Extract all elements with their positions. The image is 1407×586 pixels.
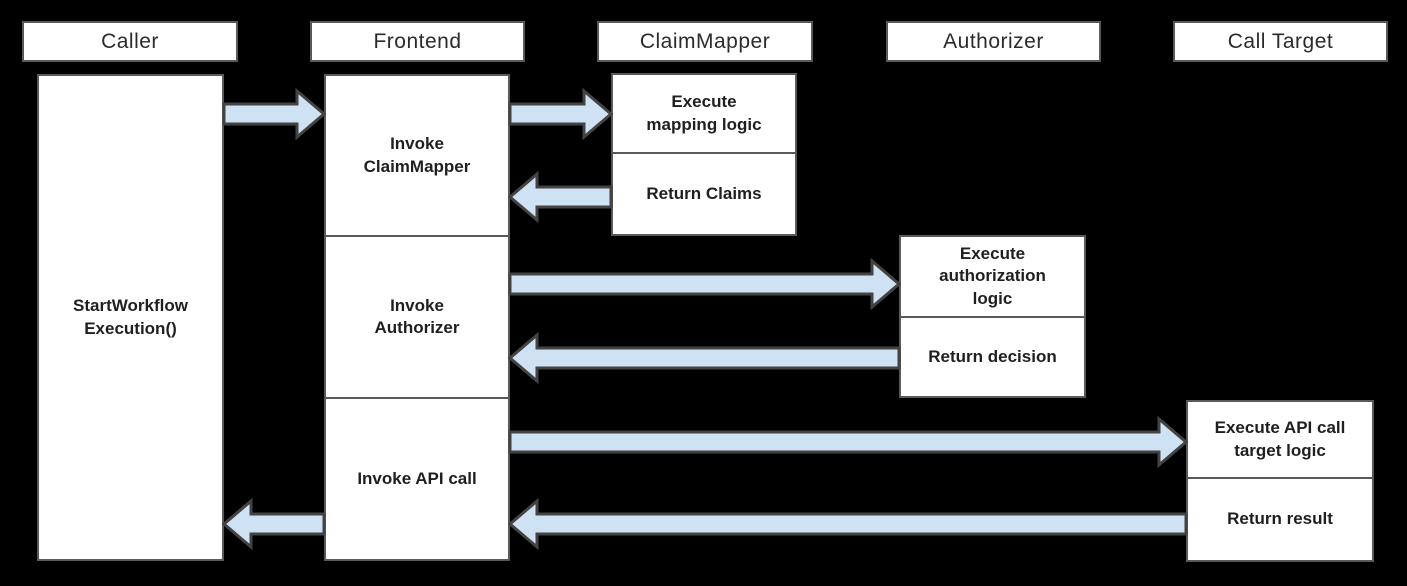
- frontend-invoke-api-call-label: Invoke API call: [357, 468, 477, 488]
- lane-header-frontend-label: Frontend: [373, 29, 462, 53]
- calltarget-return-section: Return result: [1188, 477, 1372, 560]
- lane-header-authorizer: Authorizer: [886, 21, 1101, 62]
- authorizer-process-box: Execute authorization logic Return decis…: [899, 235, 1086, 398]
- claimmapper-execute-section: Execute mapping logic: [613, 75, 795, 152]
- lane-header-claimmapper: ClaimMapper: [597, 21, 813, 62]
- authorizer-return-section: Return decision: [901, 316, 1084, 396]
- calltarget-execute-label: Execute API call target logic: [1214, 418, 1346, 460]
- arrow-frontend-to-authorizer: [508, 257, 902, 311]
- arrow-authorizer-to-frontend: [507, 331, 901, 385]
- lane-header-caller: Caller: [22, 21, 238, 62]
- arrow-frontend-to-calltarget: [508, 415, 1189, 469]
- lane-header-calltarget: Call Target: [1173, 21, 1388, 62]
- lane-header-authorizer-label: Authorizer: [943, 29, 1044, 53]
- authorizer-execute-section: Execute authorization logic: [901, 237, 1084, 316]
- calltarget-process-box: Execute API call target logic Return res…: [1186, 400, 1374, 562]
- caller-activation-label: StartWorkflow Execution(): [73, 296, 188, 338]
- claimmapper-return-section: Return Claims: [613, 152, 795, 234]
- arrow-claimmapper-to-frontend: [507, 170, 613, 224]
- authorizer-execute-label: Execute authorization logic: [939, 244, 1046, 308]
- lane-header-claimmapper-label: ClaimMapper: [639, 29, 771, 53]
- claimmapper-execute-label: Execute mapping logic: [646, 92, 762, 134]
- frontend-section-invoke-api-call: Invoke API call: [326, 397, 508, 559]
- frontend-invoke-claimmapper-label: Invoke ClaimMapper: [363, 134, 471, 176]
- claimmapper-return-label: Return Claims: [646, 183, 762, 203]
- frontend-invoke-authorizer-label: Invoke Authorizer: [374, 295, 460, 337]
- calltarget-execute-section: Execute API call target logic: [1188, 402, 1372, 477]
- caller-activation-section: StartWorkflow Execution(): [39, 76, 222, 559]
- arrow-frontend-to-claimmapper: [508, 87, 614, 141]
- caller-activation-box: StartWorkflow Execution(): [37, 74, 224, 561]
- claimmapper-process-box: Execute mapping logic Return Claims: [611, 73, 797, 236]
- lane-header-calltarget-label: Call Target: [1227, 29, 1334, 53]
- frontend-section-invoke-authorizer: Invoke Authorizer: [326, 235, 508, 397]
- lane-header-caller-label: Caller: [101, 29, 159, 53]
- arrow-frontend-to-caller: [221, 497, 326, 551]
- frontend-section-invoke-claimmapper: Invoke ClaimMapper: [326, 76, 508, 235]
- calltarget-return-label: Return result: [1227, 509, 1333, 529]
- arrow-caller-to-frontend: [222, 87, 327, 141]
- frontend-activation-box: Invoke ClaimMapper Invoke Authorizer Inv…: [324, 74, 510, 561]
- lane-header-frontend: Frontend: [310, 21, 525, 62]
- arrow-calltarget-to-frontend: [507, 497, 1188, 551]
- authorizer-return-label: Return decision: [928, 346, 1057, 366]
